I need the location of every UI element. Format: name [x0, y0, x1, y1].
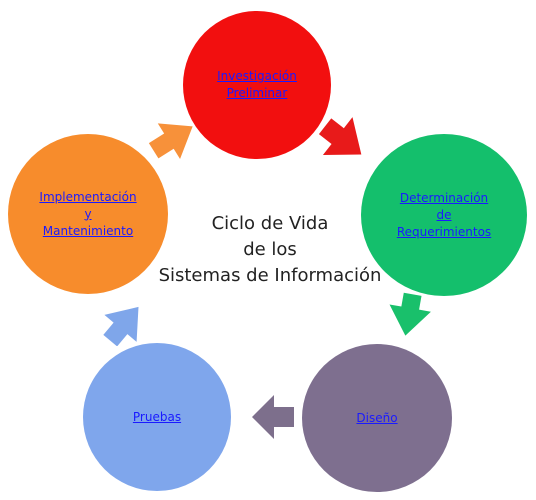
link-line: Implementación [39, 189, 137, 204]
node-pruebas: Pruebas [83, 343, 231, 491]
link-line: Diseño [356, 410, 398, 425]
title-line-1: Ciclo de Vida [211, 213, 329, 234]
node-investigacion-preliminar: Investigación Preliminar [183, 11, 331, 159]
link-line: Determinación [399, 190, 489, 205]
arrow-shape [252, 395, 294, 439]
node-implementacion-mantenimiento: Implementación y Mantenimiento [8, 134, 168, 294]
link-implementacion-mantenimiento[interactable]: Implementación y Mantenimiento [39, 189, 136, 240]
title-line-3: Sistemas de Información [158, 265, 382, 286]
arrow-determinacion-to-diseno [389, 292, 431, 336]
link-investigacion-preliminar[interactable]: Investigación Preliminar [217, 68, 297, 102]
arrow-diseno-to-pruebas [252, 395, 294, 439]
link-diseno[interactable]: Diseño [356, 410, 397, 427]
link-line: de [436, 207, 452, 222]
link-determinacion-requerimientos[interactable]: Determinación de Requerimientos [397, 190, 491, 241]
arrow-shape [148, 123, 193, 159]
link-pruebas[interactable]: Pruebas [133, 409, 181, 426]
arrow-shape [389, 292, 431, 336]
link-line: Preliminar [226, 86, 288, 100]
link-line: Requerimientos [396, 224, 492, 239]
arrow-investigacion-to-determinacion [318, 117, 362, 155]
arrow-pruebas-to-implementacion [103, 306, 139, 346]
node-diseno: Diseño [302, 344, 452, 492]
link-line: Pruebas [132, 409, 182, 424]
arrow-shape [318, 117, 362, 155]
title-line-2: de los [243, 239, 297, 260]
arrow-shape [103, 306, 139, 346]
link-line: Investigación [217, 69, 297, 83]
link-line: y [84, 206, 92, 221]
node-determinacion-requerimientos: Determinación de Requerimientos [361, 134, 527, 296]
link-line: Mantenimiento [42, 223, 134, 238]
diagram-title: Ciclo de Vida de los Sistemas de Informa… [140, 211, 400, 289]
arrow-implementacion-to-investigacion [148, 123, 193, 159]
